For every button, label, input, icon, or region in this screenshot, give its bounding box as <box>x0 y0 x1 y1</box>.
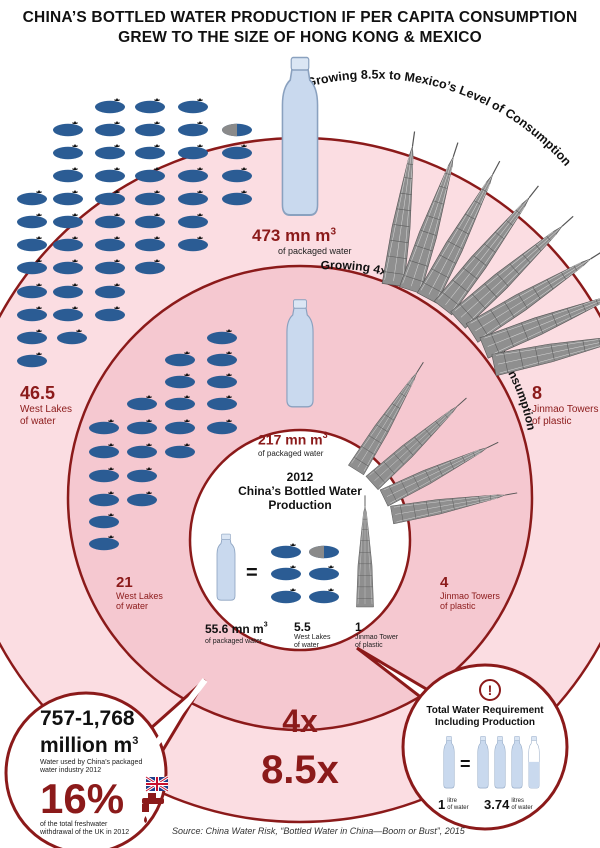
lake-icon <box>16 212 48 229</box>
center-lakes-value: 5.5 <box>294 620 311 634</box>
lake-icon <box>134 97 166 114</box>
alert-glyph: ! <box>487 682 493 698</box>
lake-icon <box>134 143 166 160</box>
middle-lakes-caption-2: of water <box>116 601 149 611</box>
center-heading: 2012 China’s Bottled Water Production <box>230 470 370 512</box>
middle-lakes-value: 21 <box>116 574 133 591</box>
middle-towers-value: 4 <box>440 574 449 591</box>
center-lakes-caption-1: West Lakes <box>294 634 331 641</box>
water-tap-icon <box>142 793 164 823</box>
page-title: CHINA’S BOTTLED WATER PRODUCTION IF PER … <box>0 8 600 48</box>
middle-towers-caption-2: of plastic <box>440 601 476 611</box>
right-right-value: 3.74 <box>484 797 510 812</box>
outer-lakes-caption-1: West Lakes <box>20 404 73 415</box>
outer-towers-stat: 8 Jinmao Towers of plastic <box>532 383 599 428</box>
right-right-caption-1: litres <box>511 798 524 804</box>
center-lakes-caption-2: of water <box>294 642 319 649</box>
lake-icon <box>52 143 84 160</box>
right-heading-2: Including Production <box>435 717 535 728</box>
right-left-caption-2: of water <box>447 805 469 811</box>
right-bubble-heading: Total Water Requirement Including Produc… <box>415 705 555 729</box>
title-line-1: CHINA’S BOTTLED WATER PRODUCTION IF PER … <box>22 9 578 26</box>
lake-icon <box>16 235 48 252</box>
middle-lakes-caption-1: West Lakes <box>116 591 163 601</box>
outer-lakes-caption-2: of water <box>20 416 56 427</box>
left-unit-sup: 3 <box>132 735 139 747</box>
outer-towers-caption-2: of plastic <box>532 416 572 427</box>
right-left-caption-1: litre <box>447 798 457 804</box>
inner-circle <box>188 428 412 652</box>
outer-volume: 473 mn m3 of packaged water <box>252 226 352 256</box>
lake-icon <box>177 143 209 160</box>
outer-volume-caption: of packaged water <box>278 246 352 256</box>
lake-partial-icon <box>222 123 252 137</box>
left-pct-caption-2: withdrawal of the UK in 2012 <box>40 829 130 836</box>
outer-lakes-group <box>16 97 253 368</box>
outer-towers-caption-1: Jinmao Towers <box>532 404 599 415</box>
lake-partial-icon <box>309 545 339 559</box>
center-equals: = <box>246 562 258 584</box>
right-right-caption-2: of water <box>511 805 533 811</box>
center-volume-caption: of packaged water <box>205 638 263 645</box>
right-heading-1: Total Water Requirement <box>426 705 544 716</box>
middle-volume-caption: of packaged water <box>258 449 324 459</box>
right-equals: = <box>460 754 471 774</box>
left-caption-2: water industry 2012 <box>40 767 102 774</box>
lake-icon <box>52 120 84 137</box>
lake-icon <box>134 120 166 137</box>
middle-multiplier: 4x <box>282 703 318 739</box>
outer-multiplier: 8.5x <box>261 748 339 792</box>
right-left-value: 1 <box>438 797 446 812</box>
center-heading-1: China’s Bottled Water <box>238 484 362 498</box>
left-unit-value: million m <box>40 734 133 757</box>
lake-icon <box>177 97 209 114</box>
left-bubble-content: 757-1,768 million m3 Water used by China… <box>40 708 170 837</box>
center-volume-value: 55.6 mn m <box>205 622 264 636</box>
middle-towers-caption-1: Jinmao Towers <box>440 591 500 601</box>
middle-lakes-stat: 21 West Lakes of water <box>116 574 163 611</box>
outer-towers-value: 8 <box>532 383 543 403</box>
lake-icon <box>94 97 126 114</box>
lake-icon <box>52 166 84 183</box>
center-towers-caption-1: Jinmao Tower <box>355 634 399 641</box>
center-towers-stat: 1 Jinmao Tower of plastic <box>355 620 398 650</box>
outer-lakes-value: 46.5 <box>20 383 56 403</box>
lake-icon <box>16 189 48 206</box>
water-bottle-partial-icon <box>528 736 540 789</box>
middle-volume-value: 217 mn m <box>258 431 323 448</box>
lake-icon <box>94 143 126 160</box>
left-caption-1: Water used by China’s packaged <box>40 759 143 766</box>
source-note: Source: China Water Risk, “Bottled Water… <box>172 826 465 836</box>
center-towers-value: 1 <box>355 620 362 634</box>
alert-icon <box>479 679 501 701</box>
right-left-stat: 1 litre of water <box>438 797 469 812</box>
middle-volume: 217 mn m3 of packaged water <box>258 430 328 459</box>
right-right-stat: 3.74 litres of water <box>484 797 533 812</box>
center-volume: 55.6 mn m3 of packaged water <box>205 620 268 646</box>
outer-volume-sup: 3 <box>330 226 336 238</box>
middle-volume-sup: 3 <box>322 430 328 440</box>
center-volume-sup: 3 <box>263 621 268 629</box>
lake-icon <box>94 166 126 183</box>
center-lakes-group <box>270 542 340 604</box>
center-year: 2012 <box>286 470 314 484</box>
lake-icon <box>94 120 126 137</box>
center-lakes-stat: 5.5 West Lakes of water <box>294 620 330 650</box>
center-heading-2: Production <box>268 498 332 512</box>
outer-volume-value: 473 mn m <box>252 226 331 245</box>
center-towers-caption-2: of plastic <box>355 642 383 649</box>
outer-lakes-stat: 46.5 West Lakes of water <box>20 383 72 428</box>
left-pct-caption-1: of the total freshwater <box>40 821 108 828</box>
lake-icon <box>52 189 84 206</box>
lake-icon <box>177 120 209 137</box>
left-percent: 16% <box>40 775 125 822</box>
middle-towers-stat: 4 Jinmao Towers of plastic <box>440 574 500 611</box>
left-range-value: 757-1,768 <box>40 707 135 730</box>
lake-icon <box>52 212 84 229</box>
title-line-2: GREW TO THE SIZE OF HONG KONG & MEXICO <box>118 29 482 46</box>
uk-flag-icon <box>145 775 169 793</box>
left-speech-bubble <box>4 678 208 848</box>
